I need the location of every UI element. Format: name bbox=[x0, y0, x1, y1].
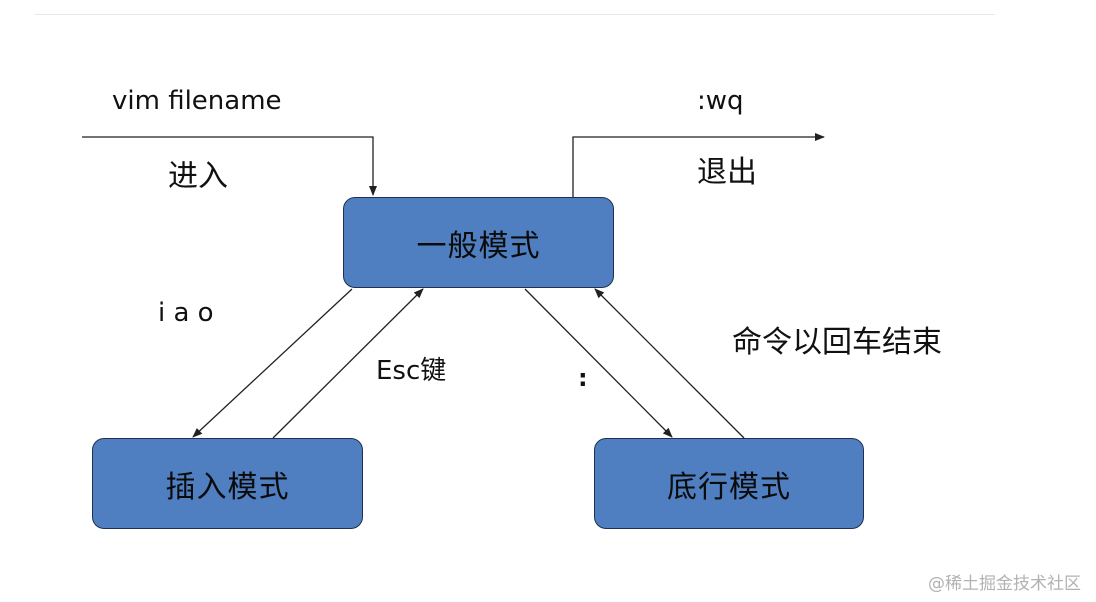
exit-arrow bbox=[572, 133, 825, 197]
insert-mode-node: 插入模式 bbox=[92, 438, 363, 529]
enter-command-label: vim filename bbox=[112, 86, 282, 116]
insert-mode-label: 插入模式 bbox=[165, 469, 290, 505]
watermark: @稀土掘金技术社区 bbox=[928, 574, 1081, 594]
top-divider bbox=[35, 14, 995, 15]
esc-key-label: Esc键 bbox=[376, 356, 447, 386]
exit-text-label: 退出 bbox=[697, 155, 757, 190]
arrow-general-to-bottom bbox=[524, 288, 673, 438]
general-mode-label: 一般模式 bbox=[416, 228, 541, 264]
general-mode-node: 一般模式 bbox=[343, 197, 614, 288]
arrow-insert-to-general bbox=[272, 288, 424, 439]
enter-text-label: 进入 bbox=[168, 159, 228, 194]
insert-keys-label: i a o bbox=[158, 298, 214, 328]
enter-arrow bbox=[82, 136, 377, 196]
bottom-line-mode-node: 底行模式 bbox=[594, 438, 864, 529]
exit-command-label: :wq bbox=[697, 86, 744, 116]
colon-key-label: : bbox=[578, 364, 588, 392]
command-end-label: 命令以回车结束 bbox=[732, 325, 942, 360]
arrow-general-to-insert bbox=[192, 288, 353, 438]
arrow-bottom-to-general bbox=[594, 288, 745, 439]
bottom-line-mode-label: 底行模式 bbox=[667, 469, 791, 505]
